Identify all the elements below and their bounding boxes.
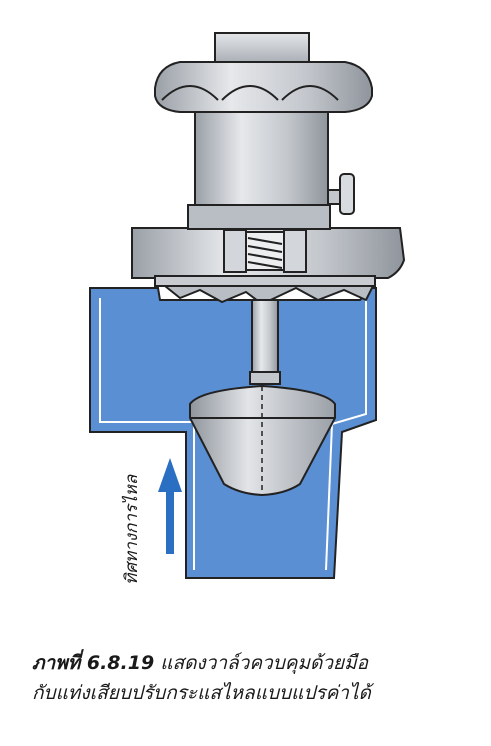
adjustment-screw bbox=[327, 173, 355, 215]
caption-line-2: กับแท่งเสียบปรับกระแสไหลแบบแปรค่าได้ bbox=[32, 682, 371, 704]
valve-stem bbox=[249, 299, 281, 385]
caption-label: ภาพที่ 6.8.19 bbox=[32, 652, 155, 674]
figure-caption: ภาพที่ 6.8.19 แสดงวาล์วควบคุมด้วยมือ กับ… bbox=[32, 648, 472, 708]
flow-arrow bbox=[158, 458, 182, 554]
handwheel bbox=[154, 32, 373, 113]
valve-diagram bbox=[89, 32, 406, 579]
flow-direction-label: ทิศทางการไหล bbox=[122, 474, 142, 585]
caption-text-1: แสดงวาล์วควบคุมด้วยมือ bbox=[160, 652, 369, 674]
bonnet-cylinder bbox=[187, 104, 331, 230]
spring bbox=[247, 237, 283, 269]
caption-line-1: ภาพที่ 6.8.19 แสดงวาล์วควบคุมด้วยมือ bbox=[32, 648, 472, 678]
valve-plug bbox=[189, 384, 336, 497]
